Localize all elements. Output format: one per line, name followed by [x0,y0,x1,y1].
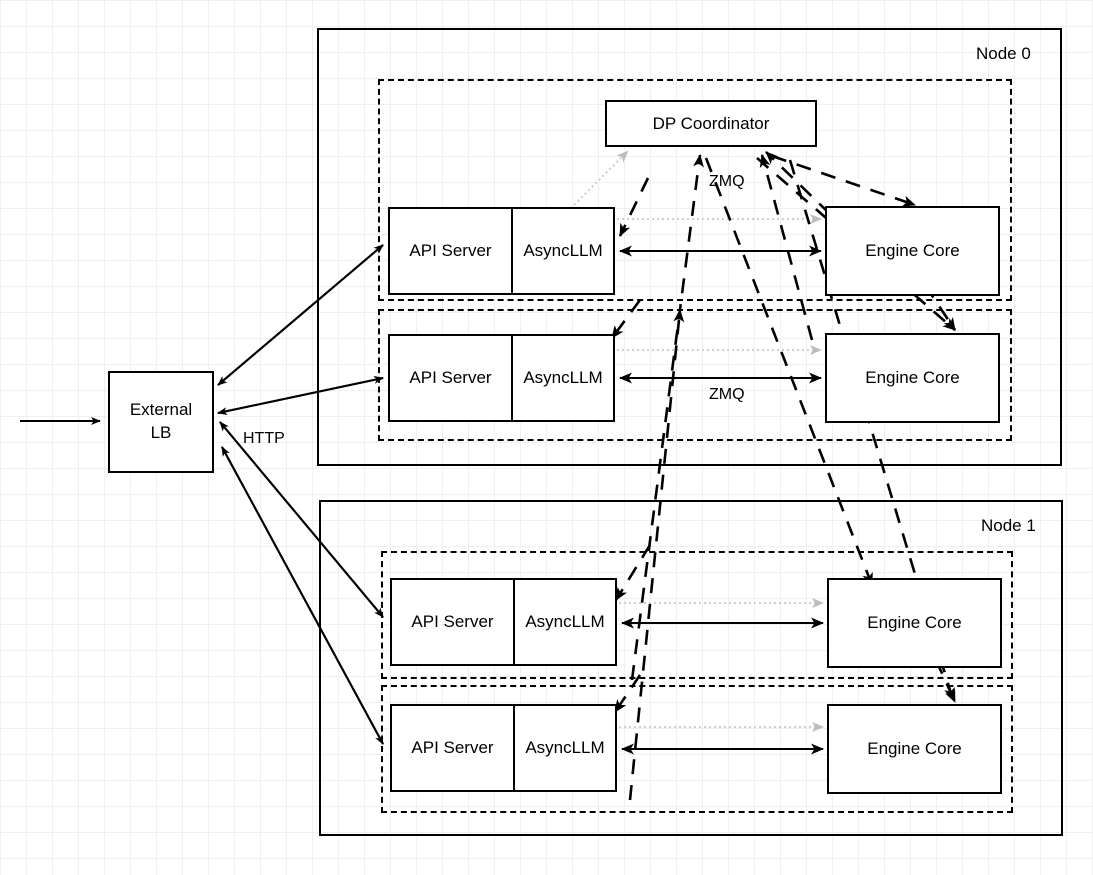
node-0-frame [317,28,1062,466]
node-1-group-1 [381,685,1013,813]
api-server-cell-n0g1[interactable]: API Server [390,336,513,420]
dp-coordinator-label: DP Coordinator [652,113,770,133]
async-llm-label-n0g0: AsyncLLM [523,241,603,260]
node-1-group-0 [381,551,1013,679]
node-1-label: Node 1 [981,516,1036,535]
api-server-box-n0g1[interactable]: API Server AsyncLLM [388,334,615,422]
api-server-box-n1g0[interactable]: API Server AsyncLLM [390,578,617,666]
api-server-label-n1g1: API Server [411,738,494,757]
external-lb-box[interactable]: External LB [108,371,214,473]
api-server-cell-n1g0[interactable]: API Server [392,580,515,664]
async-llm-label-n0g1: AsyncLLM [523,368,603,387]
async-llm-cell-n0g0[interactable]: AsyncLLM [513,209,613,293]
node-0-group-1 [378,309,1012,441]
node-1-frame [319,500,1063,836]
zmq-label-n0g1: ZMQ [709,386,745,403]
async-llm-cell-n0g1[interactable]: AsyncLLM [513,336,613,420]
api-server-label-n0g1: API Server [409,368,492,387]
api-server-label-n1g0: API Server [411,612,494,631]
node-0-label: Node 0 [976,44,1031,63]
api-server-cell-n1g1[interactable]: API Server [392,706,515,790]
api-server-cell-n0g0[interactable]: API Server [390,209,513,293]
engine-core-box-n1g1[interactable]: Engine Core [827,704,1002,794]
external-lb-label-line1: External [129,400,193,420]
http-label: HTTP [243,430,285,447]
async-llm-cell-n1g0[interactable]: AsyncLLM [515,580,615,664]
external-lb-label-line2: LB [150,423,172,442]
api-server-label-n0g0: API Server [409,241,492,260]
async-llm-label-n1g1: AsyncLLM [525,738,605,757]
engine-core-label-n1g1: Engine Core [867,739,962,758]
zmq-label-n0g0: ZMQ [709,173,745,190]
dp-coordinator-box[interactable]: DP Coordinator [605,100,817,147]
engine-core-label-n1g0: Engine Core [867,613,962,632]
engine-core-label-n0g0: Engine Core [865,241,960,260]
engine-core-box-n1g0[interactable]: Engine Core [827,578,1002,668]
engine-core-box-n0g1[interactable]: Engine Core [825,333,1000,423]
engine-core-box-n0g0[interactable]: Engine Core [825,206,1000,296]
engine-core-label-n0g1: Engine Core [865,368,960,387]
async-llm-label-n1g0: AsyncLLM [525,612,605,631]
async-llm-cell-n1g1[interactable]: AsyncLLM [515,706,615,790]
api-server-box-n1g1[interactable]: API Server AsyncLLM [390,704,617,792]
node-0-group-0 [378,79,1012,301]
api-server-box-n0g0[interactable]: API Server AsyncLLM [388,207,615,295]
